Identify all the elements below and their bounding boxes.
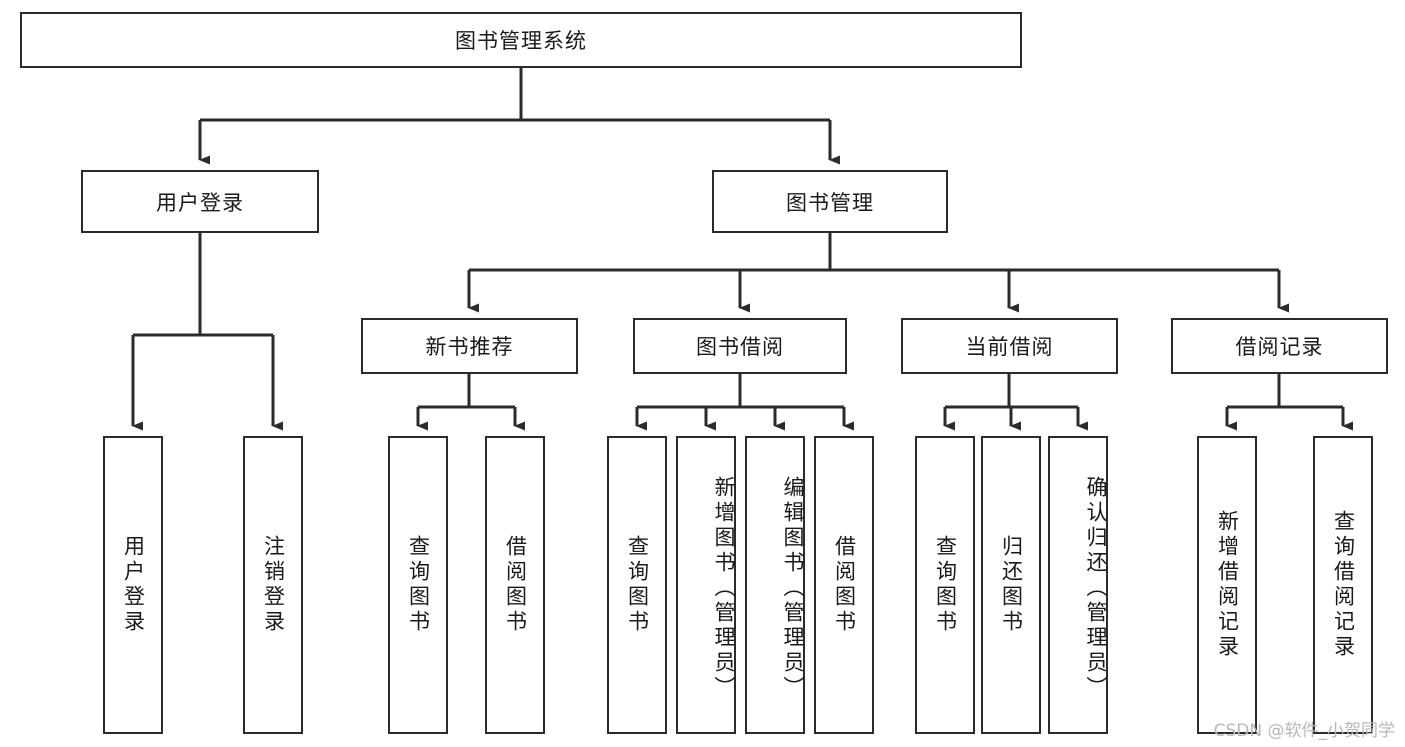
node-current-borrow-label: 当前借阅: [965, 335, 1054, 359]
leaf-borrow-book[interactable]: 借阅图书: [814, 436, 874, 734]
node-book-manage[interactable]: 图书管理: [712, 170, 948, 233]
node-user-login-label: 用户登录: [156, 190, 244, 215]
node-current-borrow[interactable]: 当前借阅: [901, 318, 1118, 374]
leaf-label: 查询图书: [406, 535, 431, 635]
leaf-label: 确认归还（管理员）: [1084, 475, 1108, 701]
leaf-logout[interactable]: 注销登录: [243, 436, 303, 734]
leaf-user-login[interactable]: 用户登录: [103, 436, 163, 734]
leaf-label: 新增借阅记录: [1215, 510, 1240, 660]
leaf-label: 新增图书（管理员）: [712, 475, 736, 701]
leaf-query-record[interactable]: 查询借阅记录: [1313, 436, 1373, 734]
node-borrow-record-label: 借阅记录: [1235, 335, 1324, 359]
leaf-return-book[interactable]: 归还图书: [981, 436, 1041, 734]
leaf-add-record[interactable]: 新增借阅记录: [1197, 436, 1257, 734]
leaf-label: 编辑图书（管理员）: [781, 475, 805, 701]
leaf-confirm-return[interactable]: 确认归还（管理员）: [1048, 436, 1108, 734]
node-root[interactable]: 图书管理系统: [20, 12, 1022, 68]
leaf-query-book-current[interactable]: 查询图书: [915, 436, 975, 734]
node-user-login[interactable]: 用户登录: [81, 170, 319, 233]
leaf-query-book-borrow[interactable]: 查询图书: [607, 436, 667, 734]
leaf-label: 查询图书: [933, 535, 958, 635]
node-book-borrow[interactable]: 图书借阅: [633, 318, 847, 374]
leaf-label: 查询图书: [625, 535, 650, 635]
watermark: CSDN @软件_小贺同学: [1213, 721, 1395, 741]
leaf-label: 查询借阅记录: [1331, 510, 1356, 660]
node-new-book-recommend-label: 新书推荐: [425, 335, 514, 359]
leaf-add-book[interactable]: 新增图书（管理员）: [676, 436, 736, 734]
leaf-label: 借阅图书: [832, 535, 857, 635]
node-borrow-record[interactable]: 借阅记录: [1171, 318, 1388, 374]
leaf-label: 用户登录: [121, 535, 146, 635]
leaf-borrow-book-rec[interactable]: 借阅图书: [485, 436, 545, 734]
leaf-edit-book[interactable]: 编辑图书（管理员）: [745, 436, 805, 734]
node-book-manage-label: 图书管理: [786, 190, 874, 215]
leaf-label: 归还图书: [999, 535, 1024, 635]
leaf-query-book-rec[interactable]: 查询图书: [388, 436, 448, 734]
node-root-label: 图书管理系统: [455, 29, 587, 53]
node-book-borrow-label: 图书借阅: [696, 335, 784, 359]
leaf-label: 借阅图书: [503, 535, 528, 635]
leaf-label: 注销登录: [261, 535, 286, 635]
node-new-book-recommend[interactable]: 新书推荐: [361, 318, 578, 374]
